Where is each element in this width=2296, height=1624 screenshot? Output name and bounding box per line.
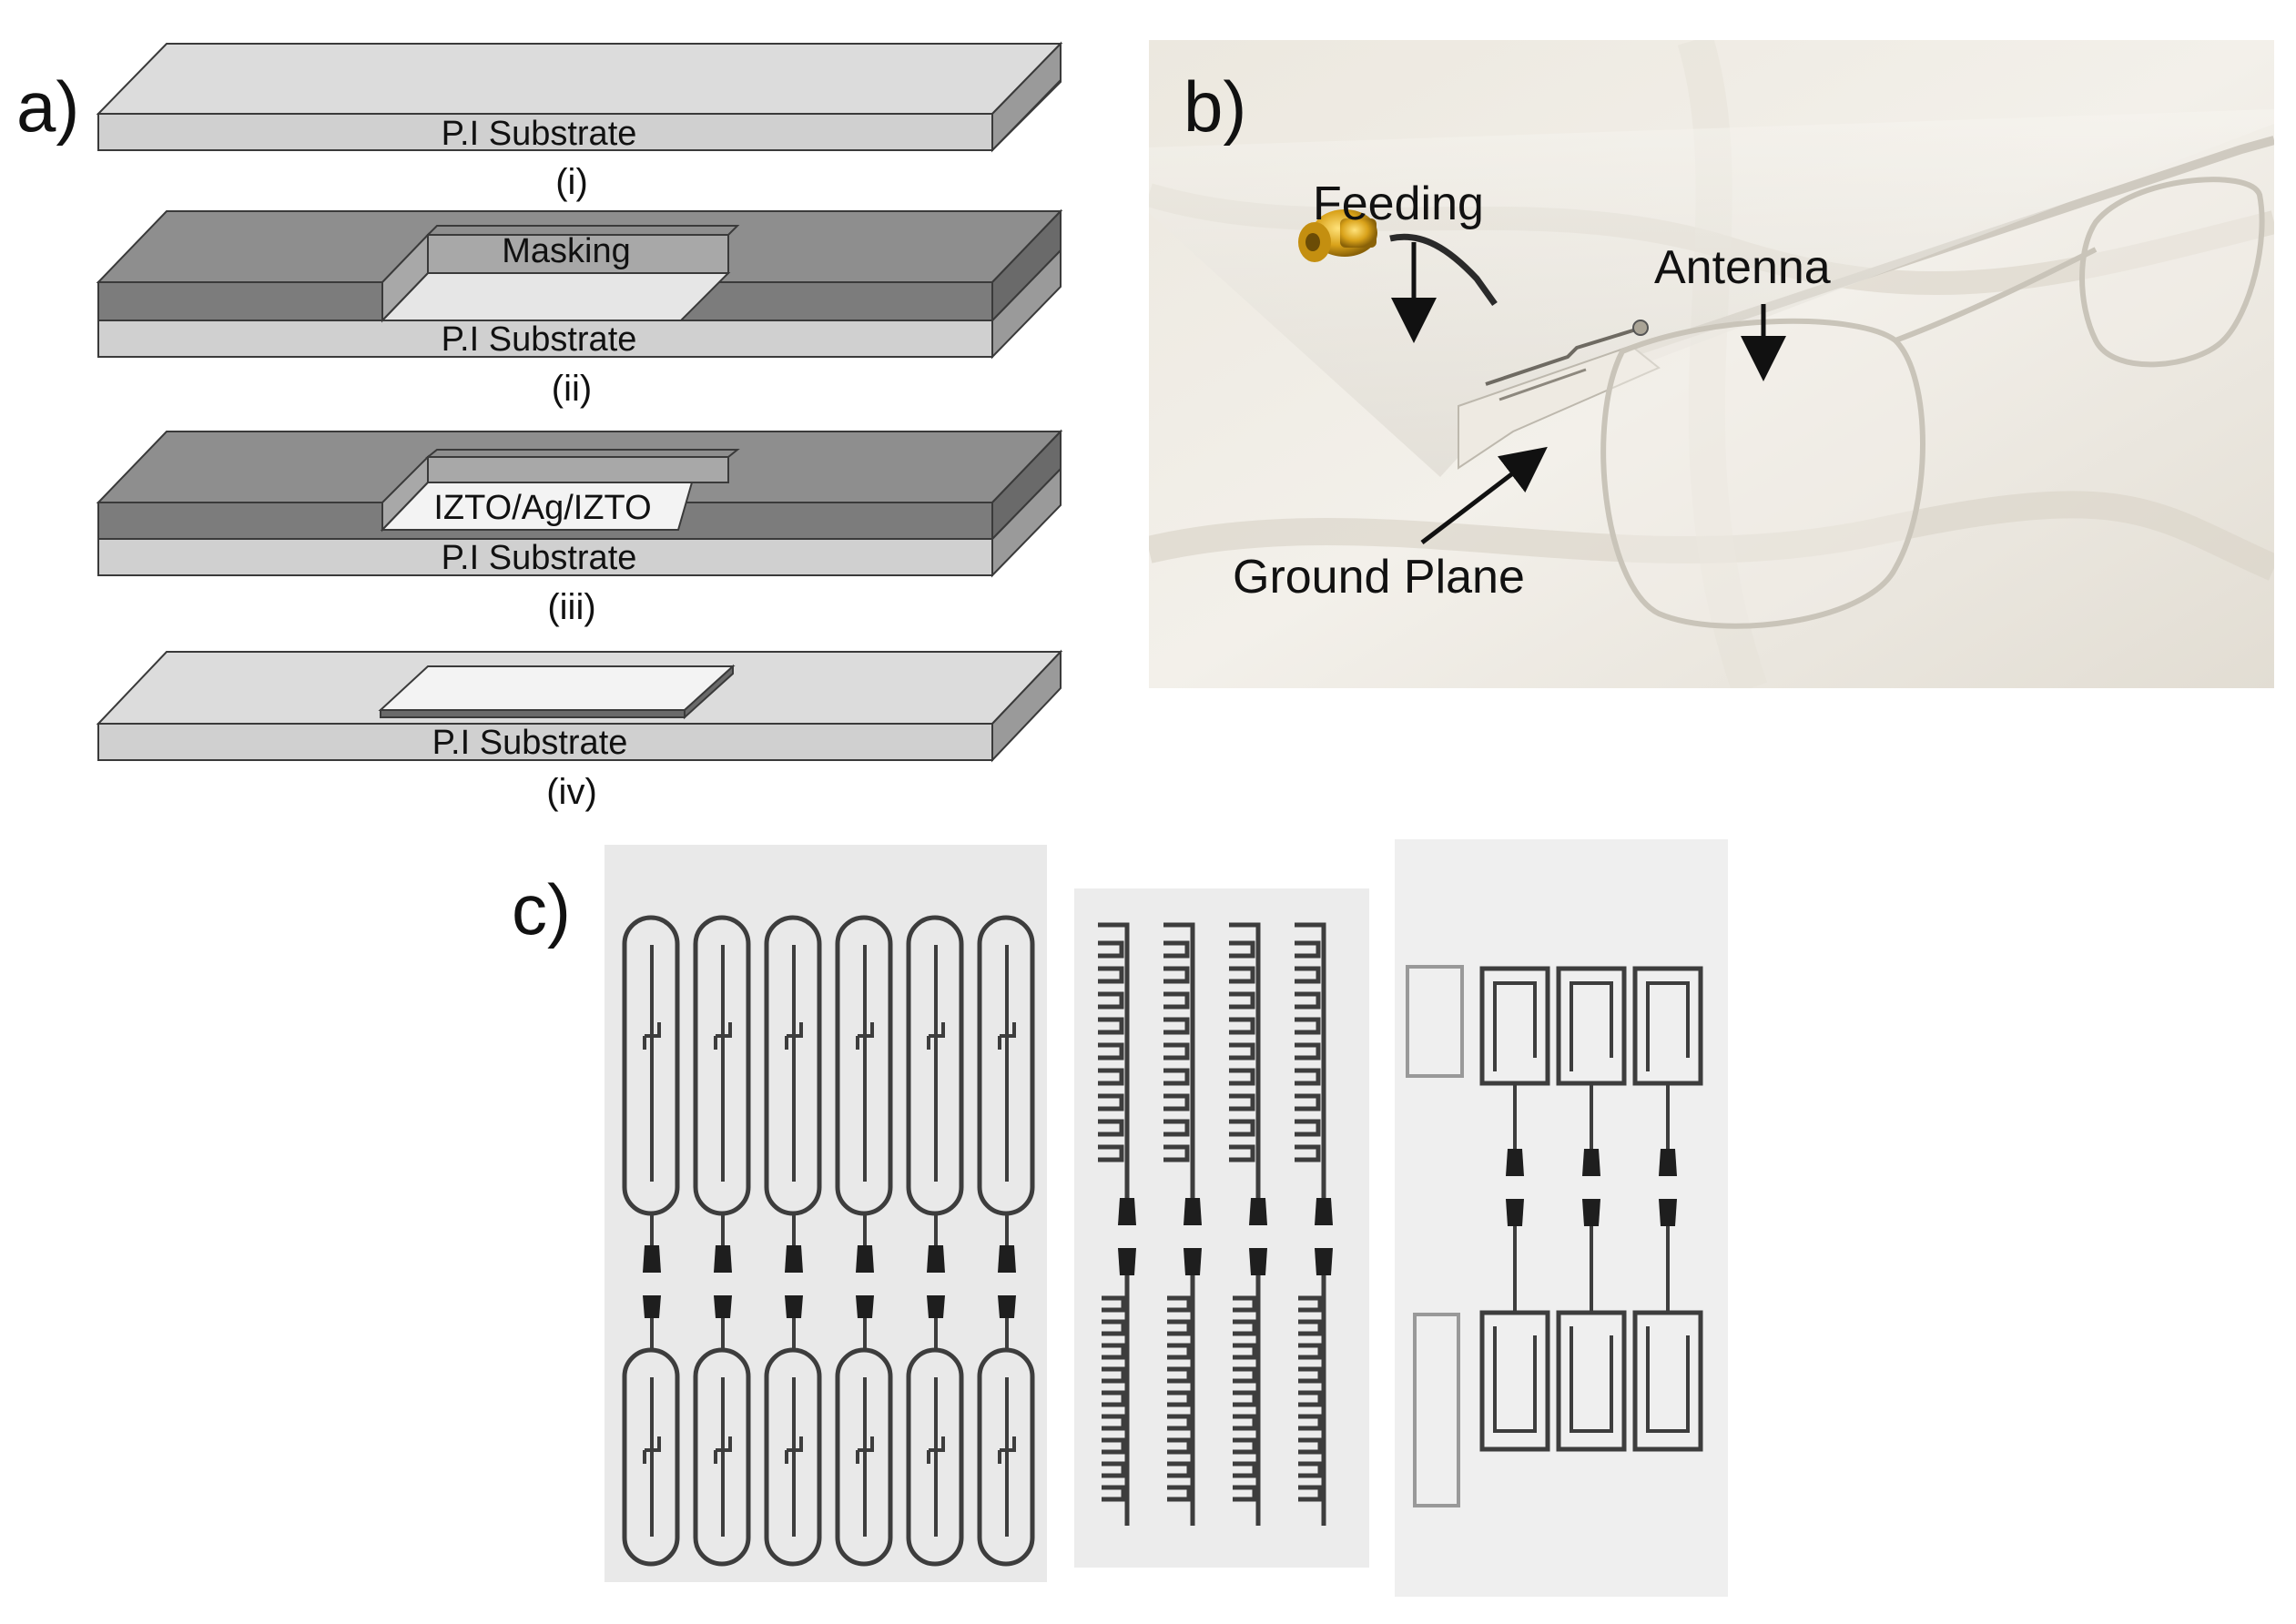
meander-antenna-trace bbox=[1295, 922, 1326, 1162]
ground-plane-arrow-icon bbox=[1420, 446, 1548, 544]
loop-antenna-inner-trace bbox=[856, 945, 874, 1182]
substrate-label-i: P.I Substrate bbox=[442, 115, 637, 153]
rect-antenna-trace bbox=[1413, 1313, 1460, 1507]
loop-antenna-inner-trace bbox=[714, 1377, 732, 1537]
caption-i: (i) bbox=[555, 162, 588, 202]
substrate-label-iv: P.I Substrate bbox=[432, 724, 628, 762]
caption-iv: (iv) bbox=[546, 772, 597, 812]
meander-antenna-trace bbox=[1098, 922, 1130, 1162]
feed-pad bbox=[1582, 1149, 1600, 1176]
meander-antenna-trace bbox=[1229, 922, 1261, 1162]
loop-antenna-inner-trace bbox=[643, 945, 661, 1182]
rectangular-antenna-array bbox=[1406, 965, 1703, 1507]
loop-antenna-inner-trace bbox=[714, 945, 732, 1182]
meander-antenna-trace bbox=[1233, 1275, 1261, 1526]
loop-antenna-inner-trace bbox=[998, 945, 1016, 1182]
feed-pad bbox=[1315, 1248, 1333, 1275]
loop-antenna-trace bbox=[977, 1347, 1035, 1567]
step-iii: IZTO/Ag/IZTO P.I Substrate (iii) bbox=[96, 429, 1063, 627]
feed-pad bbox=[1659, 1149, 1677, 1176]
sma-connector-icon bbox=[1298, 209, 1377, 262]
antenna-array-sample-2 bbox=[1074, 888, 1369, 1568]
mask-label: Masking bbox=[502, 232, 631, 270]
feed-pad bbox=[856, 1295, 874, 1318]
deposit-label: IZTO/Ag/IZTO bbox=[433, 489, 651, 527]
loop-antenna-inner-trace bbox=[927, 1377, 945, 1537]
feed-pad bbox=[998, 1245, 1016, 1273]
rect-antenna-inner-trace bbox=[1646, 1326, 1690, 1433]
loop-antenna-trace bbox=[622, 1347, 680, 1567]
loop-antenna-inner-trace bbox=[927, 945, 945, 1182]
feed-pad bbox=[1118, 1248, 1136, 1275]
eyeglasses-photo-drawing bbox=[1149, 40, 2274, 688]
caption-iii: (iii) bbox=[547, 587, 595, 627]
fabrication-process-diagram: .sub-top { fill:#dcdcdc; stroke:#3a3a3a;… bbox=[96, 41, 1063, 812]
panel-c-label: c) bbox=[512, 869, 571, 949]
loop-antenna-inner-trace bbox=[643, 1377, 661, 1537]
feed-pad bbox=[927, 1295, 945, 1318]
meander-antenna-trace bbox=[1163, 922, 1195, 1162]
feed-pad bbox=[998, 1295, 1016, 1318]
feed-pad bbox=[1582, 1199, 1600, 1226]
panel-a-label: a) bbox=[16, 66, 80, 147]
eyeglasses-photo: Feeding Antenna Ground Plane bbox=[1149, 40, 2274, 688]
feed-pad bbox=[643, 1245, 661, 1273]
feed-pad bbox=[1249, 1248, 1267, 1275]
step-iv: P.I Substrate (iv) bbox=[96, 649, 1063, 812]
rect-antenna-inner-trace bbox=[1646, 981, 1690, 1071]
feed-pad bbox=[714, 1245, 732, 1273]
feed-pad bbox=[1118, 1198, 1136, 1225]
rect-antenna-inner-trace bbox=[1570, 1326, 1613, 1433]
ground-plane-annotation: Ground Plane bbox=[1233, 551, 1525, 604]
rect-antenna-trace bbox=[1632, 1310, 1703, 1452]
feed-pad bbox=[714, 1295, 732, 1318]
step-i: P.I Substrate (i) bbox=[96, 41, 1063, 202]
loop-antenna-inner-trace bbox=[856, 1377, 874, 1537]
loop-antenna-inner-trace bbox=[998, 1377, 1016, 1537]
rect-antenna-trace bbox=[1556, 966, 1627, 1086]
rect-antenna-inner-trace bbox=[1493, 1326, 1537, 1433]
rect-antenna-inner-trace bbox=[1493, 981, 1537, 1071]
loop-antenna-inner-trace bbox=[785, 1377, 803, 1537]
feed-pad bbox=[1184, 1198, 1202, 1225]
feed-pad bbox=[1184, 1248, 1202, 1275]
feed-pad bbox=[1659, 1199, 1677, 1226]
meander-antenna-trace bbox=[1298, 1275, 1326, 1526]
feed-pad bbox=[1506, 1149, 1524, 1176]
feeding-annotation: Feeding bbox=[1313, 178, 1484, 230]
antenna-array-sample-3 bbox=[1395, 839, 1728, 1597]
loop-antenna-trace bbox=[693, 1347, 751, 1567]
rect-antenna-inner-trace bbox=[1570, 981, 1613, 1071]
rect-antenna-trace bbox=[1479, 1310, 1550, 1452]
substrate-label-ii: P.I Substrate bbox=[442, 320, 637, 359]
annotation-arrows bbox=[1391, 242, 1786, 544]
caption-ii: (ii) bbox=[552, 369, 592, 409]
antenna-annotation: Antenna bbox=[1654, 241, 1831, 294]
rect-antenna-trace bbox=[1479, 966, 1550, 1086]
feed-pad bbox=[927, 1245, 945, 1273]
rect-antenna-trace bbox=[1406, 965, 1464, 1078]
feed-pad bbox=[785, 1245, 803, 1273]
rect-antenna-trace bbox=[1556, 1310, 1627, 1452]
meander-antenna-trace bbox=[1102, 1275, 1130, 1526]
loop-antenna-trace bbox=[764, 1347, 822, 1567]
meander-antenna-trace bbox=[1167, 1275, 1195, 1526]
loop-antenna-array bbox=[622, 915, 1035, 1567]
feed-pad bbox=[1506, 1199, 1524, 1226]
feed-pad bbox=[643, 1295, 661, 1318]
rect-antenna-trace bbox=[1632, 966, 1703, 1086]
feed-pad bbox=[1249, 1198, 1267, 1225]
panel-b-label: b) bbox=[1184, 66, 1247, 147]
loop-antenna-trace bbox=[835, 1347, 893, 1567]
feed-pad bbox=[856, 1245, 874, 1273]
antenna-array-sample-1 bbox=[604, 845, 1047, 1582]
meander-antenna-array bbox=[1098, 922, 1333, 1526]
loop-antenna-inner-trace bbox=[785, 945, 803, 1182]
loop-antenna-trace bbox=[906, 1347, 964, 1567]
step-ii: Masking P.I Substrate (ii) bbox=[96, 208, 1063, 409]
feed-pad bbox=[1315, 1198, 1333, 1225]
feed-pad bbox=[785, 1295, 803, 1318]
substrate-label-iii: P.I Substrate bbox=[442, 539, 637, 577]
